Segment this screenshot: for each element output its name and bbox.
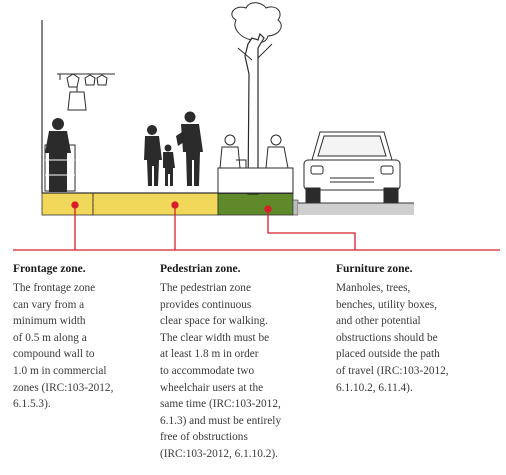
text-line: compound wall to [13,348,95,361]
furniture-zone-column: Furniture zone. Manholes, trees, benches… [336,262,501,396]
furniture-zone-band [217,192,294,216]
road-surface [298,203,414,215]
text-line: 6.1.10.2, 6.11.4). [336,381,413,394]
text-line: clear space for walking. [160,315,268,328]
text-line: 6.1.3) and must be entirely [160,414,282,427]
pedestrian-zone-description: The pedestrian zone provides continuous … [160,280,320,463]
text-line: of travel (IRC:103-2012, [336,364,449,377]
pedestrian-zone-column: Pedestrian zone. The pedestrian zone pro… [160,262,320,463]
furniture-zone-title: Furniture zone. [336,263,413,275]
text-line: minimum width [13,315,86,328]
frontage-zone-description: The frontage zone can vary from a minimu… [13,280,138,413]
text-line: zones (IRC:103-2012, [13,381,114,394]
text-line: provides continuous [160,298,252,311]
text-line: 1.0 m in commercial [13,364,107,377]
text-line: to accommodate two [160,364,255,377]
text-line: The pedestrian zone [160,282,251,294]
leader-lines [13,201,500,251]
frontage-zone-column: Frontage zone. The frontage zone can var… [13,262,138,413]
frontage-zone-band [41,192,94,216]
text-line: can vary from a [13,298,85,311]
text-line: of 0.5 m along a [13,331,87,344]
text-line: The frontage zone [13,282,96,294]
car-icon [303,131,401,203]
tree-icon [231,2,282,195]
text-line: Manholes, trees, [336,282,411,294]
text-line: at least 1.8 m in order [160,348,259,361]
bench-seated-people-icon [217,134,294,194]
text-line: free of obstructions [160,431,248,444]
ground-profile [41,192,414,216]
frontage-zone-title: Frontage zone. [13,263,86,275]
pedestrian-zone-title: Pedestrian zone. [160,263,241,275]
text-line: and other potential [336,315,421,328]
text-line: same time (IRC:103-2012, [160,398,281,411]
text-line: 6.1.5.3). [13,398,51,411]
text-line: benches, utility boxes, [336,298,438,311]
shop-display-icon [57,73,115,111]
text-line: (IRC:103-2012, 6.1.10.2). [160,447,278,460]
text-line: obstructions should be [336,331,438,344]
text-line: wheelchair users at the [160,381,264,394]
text-line: placed outside the path [336,348,440,361]
pedestrian-zone-band [92,192,219,216]
text-line: The clear width must be [160,331,270,344]
vendor-figure [44,118,76,192]
pedestrians-figure [144,111,203,186]
kerb [292,199,299,216]
furniture-zone-description: Manholes, trees, benches, utility boxes,… [336,280,501,396]
